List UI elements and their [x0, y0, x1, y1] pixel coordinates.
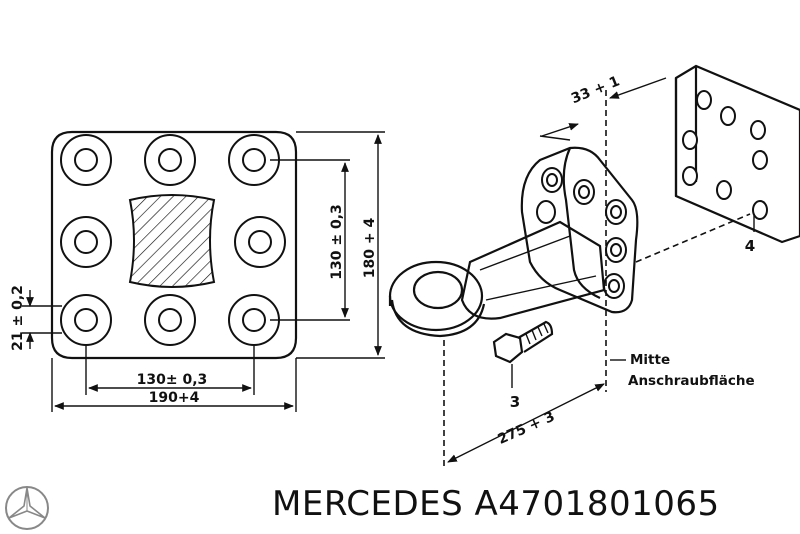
dim-line-275: [447, 383, 605, 463]
dim-label-130-horizontal: 130± 0,3: [137, 372, 208, 388]
plate-outline: [50, 130, 298, 360]
dim-label-180: 180 + 4: [362, 218, 378, 279]
callout-bolt: 3: [510, 393, 520, 411]
bolt-hole: [144, 134, 196, 186]
note-mitte: Mitte: [630, 352, 670, 368]
bolt-hole: [60, 216, 112, 268]
dim-label-130-vertical: 130 ± 0,3: [329, 204, 345, 280]
brand-name: MERCEDES: [272, 484, 464, 524]
caption: MERCEDES A4701801065: [272, 484, 720, 524]
drawbar-arm: [460, 220, 606, 320]
plate-front-view: 130 ± 0,3 180 + 4 21 ± 0,2 130± 0,3 190+…: [10, 130, 385, 412]
part-number: A4701801065: [474, 484, 720, 524]
three-pointed-star-icon: [5, 486, 49, 530]
bolt-hole: [144, 294, 196, 346]
callout-plate: 4: [745, 237, 755, 255]
dim-line-33: [541, 123, 579, 137]
dim-label-21: 21 ± 0,2: [10, 285, 26, 351]
flange-block: [520, 146, 639, 314]
dim-label-190: 190+4: [149, 390, 200, 406]
bolt-hole-group: [60, 134, 286, 346]
drawbar-isometric-view: 275 + 3 33 + 1 3: [388, 64, 800, 470]
counter-plate: [674, 64, 800, 244]
bolt-hole: [60, 134, 112, 186]
bolt-part: [492, 320, 554, 388]
note-anschraubflaeche: Anschraubfläche: [628, 373, 755, 389]
bolt-hole: [60, 294, 112, 346]
bolt-hole: [234, 216, 286, 268]
dim-label-275: 275 + 3: [496, 409, 558, 448]
bolt-hole: [228, 134, 280, 186]
flange-holes: [536, 167, 627, 299]
dim-label-33: 33 + 1: [569, 73, 622, 107]
hatched-section: [128, 194, 216, 288]
